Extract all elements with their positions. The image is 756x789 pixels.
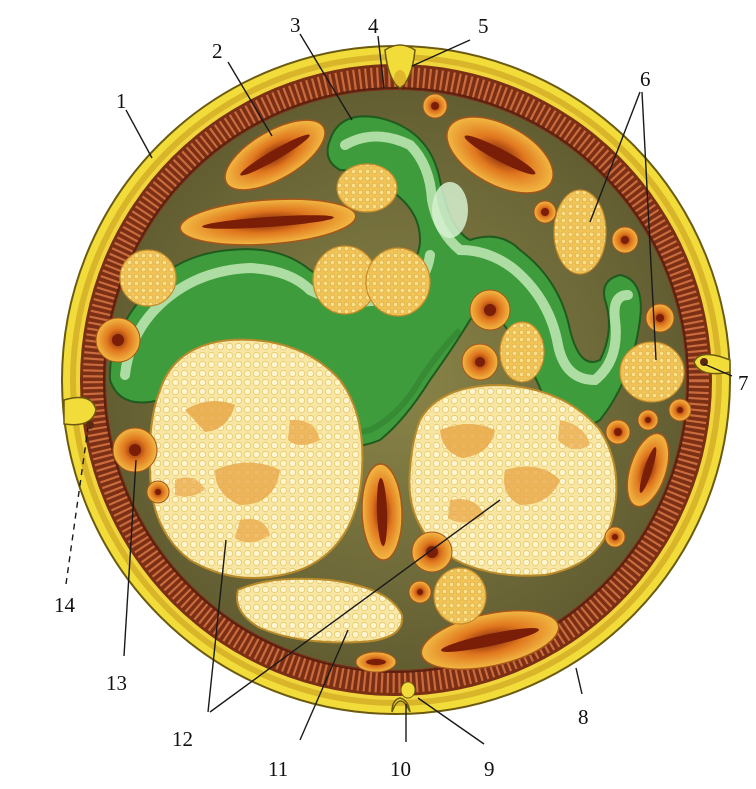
label-9: 9: [484, 757, 495, 781]
label-13: 13: [106, 671, 127, 695]
uterus-left: [150, 340, 363, 578]
label-14: 14: [54, 593, 76, 617]
label-8: 8: [578, 705, 589, 729]
label-4: 4: [368, 14, 379, 38]
label-7: 7: [738, 371, 749, 395]
label-6: 6: [640, 67, 651, 91]
label-12: 12: [172, 727, 193, 751]
label-2: 2: [212, 39, 223, 63]
label-10: 10: [390, 757, 411, 781]
label-3: 3: [290, 13, 301, 37]
label-1: 1: [116, 89, 127, 113]
label-5: 5: [478, 14, 489, 38]
label-11: 11: [268, 757, 288, 781]
